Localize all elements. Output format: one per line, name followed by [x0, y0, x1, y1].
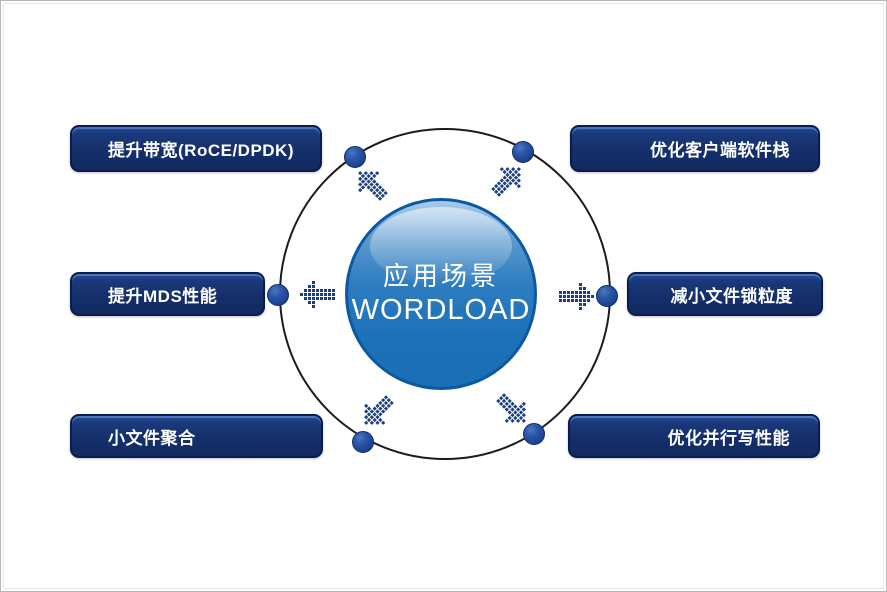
node-box-bandwidth: 提升带宽(RoCE/DPDK) — [70, 125, 322, 172]
node-box-label: 优化并行写性能 — [667, 428, 790, 448]
node-box-label: 提升MDS性能 — [108, 286, 218, 306]
node-box-client-software-stack: 优化客户端软件栈 — [570, 125, 820, 172]
node-box-label: 减小文件锁粒度 — [670, 286, 793, 306]
ring-node-dot-left — [267, 284, 289, 306]
node-box-label: 提升带宽(RoCE/DPDK) — [108, 141, 294, 160]
ring-node-dot-bottom-right — [523, 423, 545, 445]
center-title-line2: WORDLOAD — [351, 293, 531, 326]
ring-node-dot-bottom-left — [352, 431, 374, 453]
ring-node-dot-top-left — [344, 146, 366, 168]
pixel-arrow-left-icon — [300, 281, 335, 308]
pixel-arrow-right-icon — [559, 283, 594, 310]
node-box-parallel-write: 优化并行写性能 — [568, 414, 820, 458]
ring-node-dot-right — [596, 285, 618, 307]
ring-node-dot-top-right — [512, 141, 534, 163]
node-box-label: 优化客户端软件栈 — [650, 141, 790, 160]
center-sphere: 应用场景 WORDLOAD — [345, 198, 537, 390]
node-box-small-file-aggregation: 小文件聚合 — [70, 414, 323, 458]
node-box-file-lock-granularity: 减小文件锁粒度 — [627, 272, 823, 316]
node-box-label: 小文件聚合 — [108, 428, 196, 448]
center-title-line1: 应用场景 — [382, 261, 499, 292]
node-box-mds-performance: 提升MDS性能 — [70, 272, 265, 316]
